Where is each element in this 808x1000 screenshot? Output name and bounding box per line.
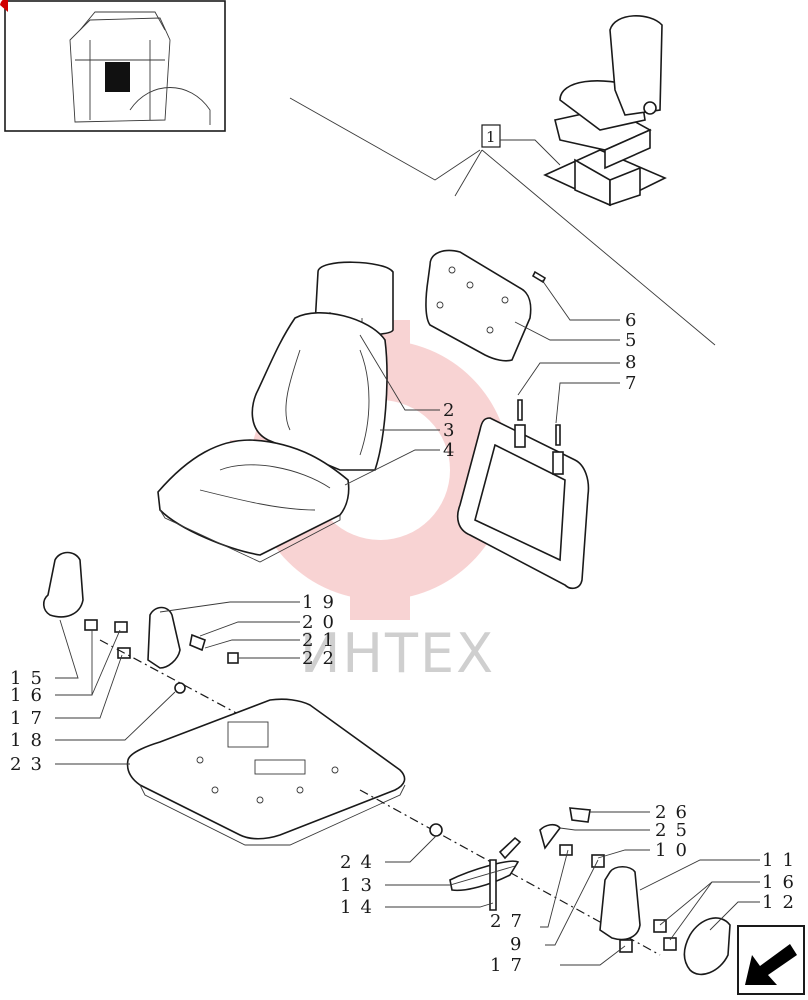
callout-25: 25: [655, 820, 696, 841]
watermark-text: ИНТЕХ: [300, 622, 495, 685]
callout-19: 19: [302, 592, 343, 613]
callout-18: 18: [10, 730, 51, 751]
hinge-bracket-right: [429, 807, 731, 976]
callout-11: 11: [762, 850, 803, 871]
seat-back-frame: [456, 399, 590, 590]
arrow-down-left-icon[interactable]: [737, 925, 805, 995]
hinge-bracket-left: [42, 551, 239, 694]
leader-assembly: [289, 97, 481, 181]
callout-6: 6: [625, 310, 645, 331]
seat-back-plate: [425, 249, 547, 362]
callout-16: 16: [10, 685, 51, 706]
callout-12: 12: [762, 892, 803, 913]
callout-8: 8: [625, 352, 645, 373]
tractor-cab-thumbnail: [0, 0, 226, 132]
callout-17-right: 17: [490, 955, 531, 976]
callout-24: 24: [340, 852, 381, 873]
callout-5: 5: [625, 330, 645, 351]
seat-cushion-set: [157, 261, 394, 563]
callout-16-right: 16: [762, 872, 803, 893]
complete-seat-assembly: [543, 15, 667, 207]
callout-2: 2: [443, 400, 463, 421]
callout-26: 26: [655, 802, 696, 823]
callout-23: 23: [10, 754, 51, 775]
callout-4: 4: [443, 440, 463, 461]
callout-17: 17: [10, 708, 51, 729]
callout-21: 21: [302, 630, 343, 651]
callout-15: 15: [10, 668, 51, 689]
callout-3: 3: [443, 420, 463, 441]
callout-14: 14: [340, 897, 381, 918]
reference-box: [481, 124, 501, 148]
seat-base-plate: [126, 698, 406, 846]
callout-20: 20: [302, 612, 343, 633]
callout-22: 22: [302, 648, 343, 669]
callout-7: 7: [625, 373, 645, 394]
callout-9: 9: [510, 934, 530, 955]
callout-10: 10: [655, 840, 696, 861]
callout-13: 13: [340, 875, 381, 896]
reference-box-number: 1: [486, 128, 496, 146]
callout-27: 27: [490, 911, 531, 932]
